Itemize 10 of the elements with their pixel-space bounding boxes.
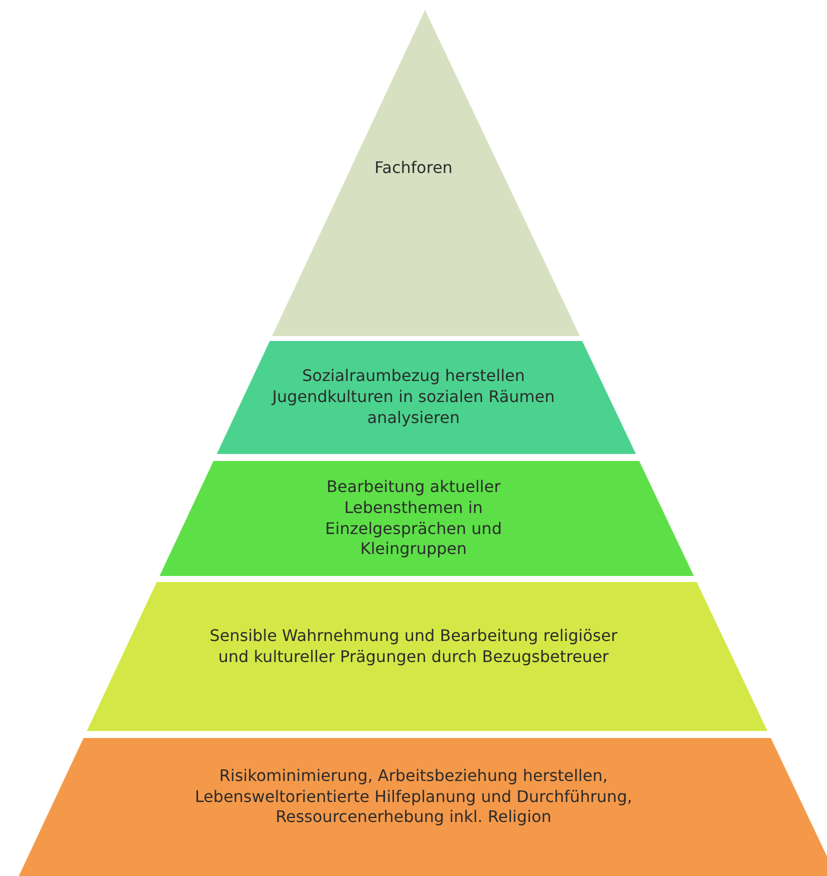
pyramid-level: [216, 341, 636, 454]
level-label: Sensible Wahrnehmung und Bearbeitung religiöser und kultureller Prägungen durch Bezugsbetreuer: [208, 626, 618, 668]
pyramid-level: [86, 582, 768, 731]
pyramid-level: [18, 738, 827, 876]
pyramid-level: [160, 461, 694, 576]
pyramid-level: [272, 10, 580, 336]
level-label: Fachforen: [374, 158, 453, 178]
level-label: Risikominimierung, Arbeitsbeziehung herstellen, Lebensweltorientierte Hilfeplanung und Durchführung, Ressourcenerhebung inkl. Religion: [194, 766, 634, 828]
level-label: Bearbeitung aktueller Lebensthemen in Einzelgesprächen und Kleingruppen: [324, 476, 503, 560]
level-label: Sozialraumbezug herstellen Jugendkulturen in sozialen Räumen analysieren: [270, 366, 556, 429]
